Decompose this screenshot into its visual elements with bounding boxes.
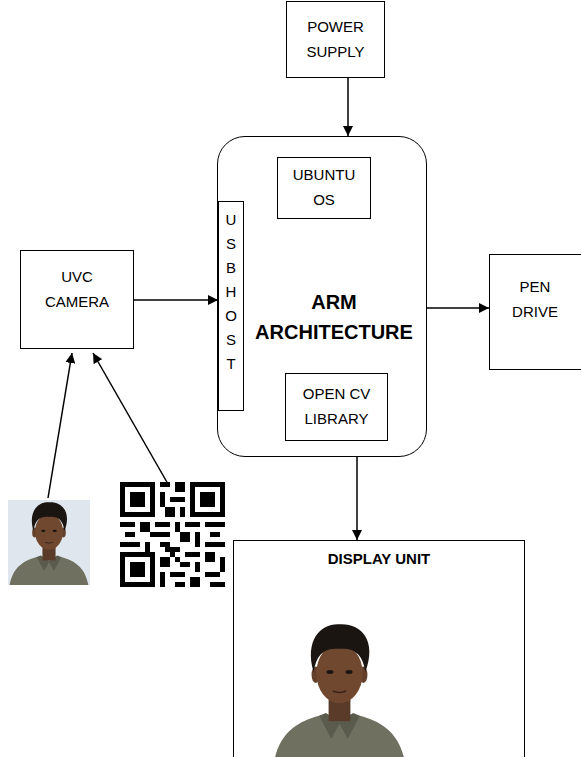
picture-arrow [93, 353, 168, 484]
storage-box: PEN DRIVE [489, 254, 581, 370]
usb-host-box: USB HOST [218, 201, 244, 411]
display-box: DISPLAY UNIT [233, 540, 525, 757]
person-photo [10, 502, 89, 585]
processor-box: ARM ARCHITECTURE UBUNTU OS USB HOST OPEN CV… [217, 136, 427, 457]
arrow-connector [427, 307, 489, 309]
vertical-label: USB HOST [224, 208, 239, 376]
power-box: POWER SUPPLY [286, 1, 385, 78]
os-box: UBUNTU OS [277, 157, 371, 219]
box-label: POWER SUPPLY [296, 15, 376, 65]
box-label: DISPLAY UNIT [328, 547, 431, 572]
picture-arrow [48, 353, 72, 498]
arrow-connector [356, 457, 358, 540]
arrow-connector [347, 78, 349, 136]
arrow-connector [134, 299, 218, 301]
photo-ground [8, 500, 90, 585]
box-label: PEN DRIVE [502, 275, 568, 325]
box-label: UBUNTU OS [288, 163, 360, 213]
library-box: OPEN CV LIBRARY [285, 373, 388, 441]
camera-box: UVC CAMERA [20, 250, 134, 349]
processor-title: ARM ARCHITECTURE [248, 287, 420, 347]
display-photo [274, 624, 405, 757]
qr-code [120, 482, 225, 587]
box-label: OPEN CV LIBRARY [296, 382, 378, 432]
box-label: UVC CAMERA [37, 265, 117, 315]
